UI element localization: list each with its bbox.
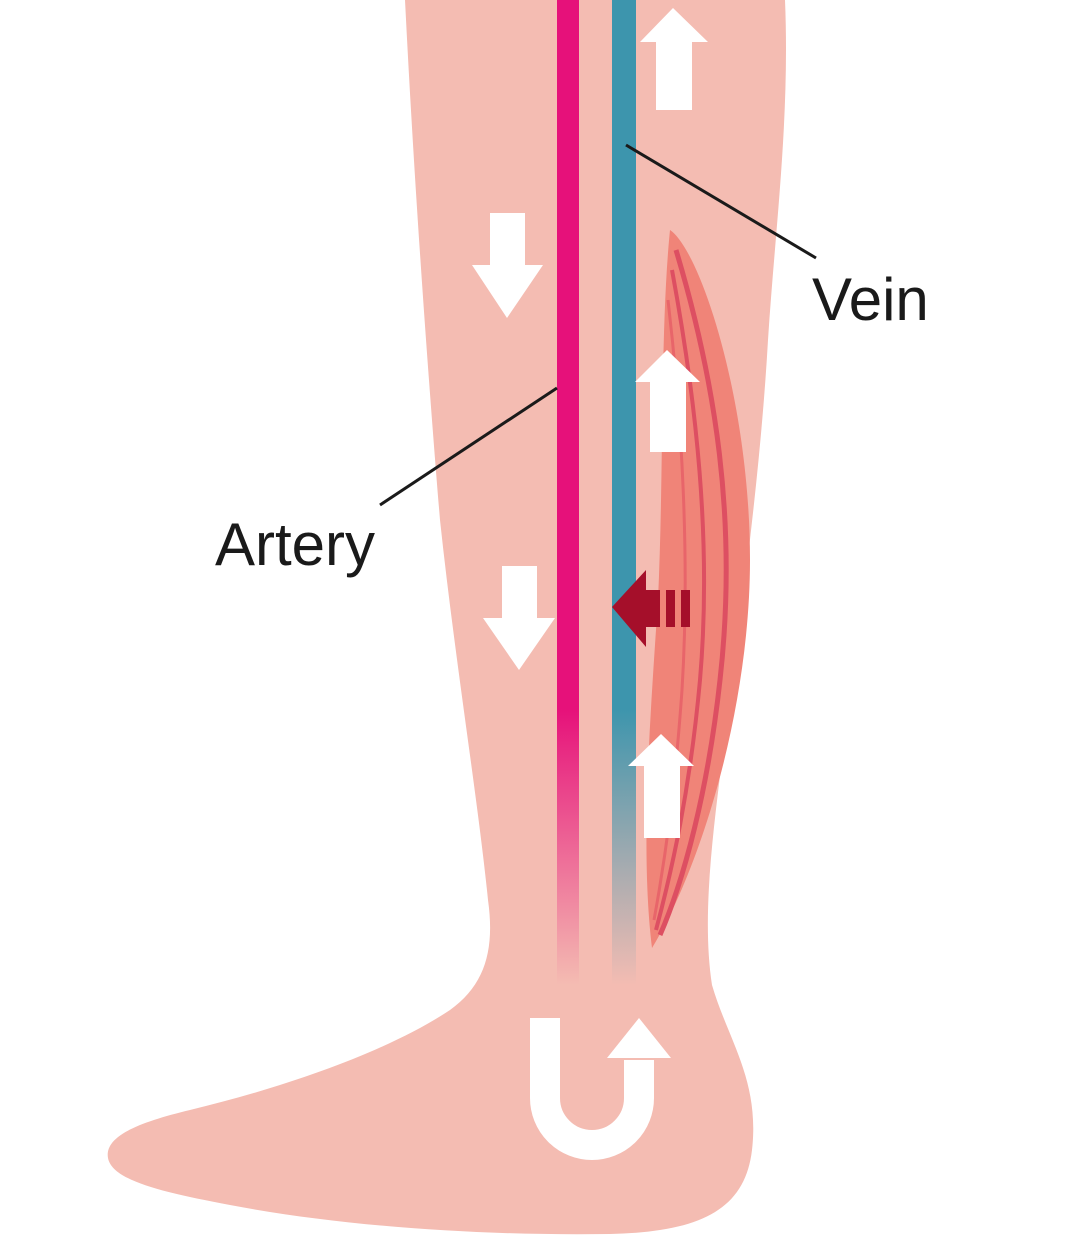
arrow-down-icon bbox=[472, 213, 543, 318]
artery-label: Artery bbox=[215, 511, 375, 578]
arrow-down-icon bbox=[483, 566, 555, 670]
vein-label: Vein bbox=[812, 266, 929, 333]
artery-vessel bbox=[557, 0, 579, 985]
arrow-up-icon bbox=[628, 734, 694, 838]
vein-leader-line bbox=[625, 143, 817, 260]
artery-leader-line bbox=[379, 386, 558, 507]
arrow-up-icon bbox=[640, 8, 708, 110]
arrow-left-icon bbox=[612, 570, 690, 647]
arrow-up-icon bbox=[635, 350, 700, 452]
u-turn-arrow-icon bbox=[530, 1018, 671, 1160]
vein-vessel bbox=[612, 0, 636, 985]
